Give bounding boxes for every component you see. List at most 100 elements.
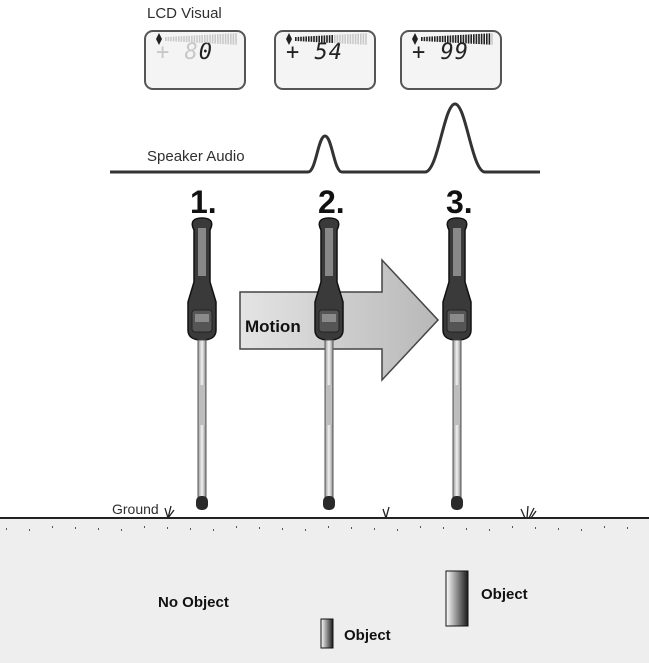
lcd-bar-3: [412, 33, 493, 45]
bar-segment: [310, 36, 313, 42]
bar-segment: [172, 36, 175, 42]
shaft-label-band: [454, 385, 460, 425]
bar-segment: [347, 34, 349, 44]
bar-segment: [465, 34, 467, 44]
bar-segment: [362, 33, 365, 45]
bar-segment: [204, 34, 206, 44]
bar-segment: [436, 36, 439, 42]
bar-segment: [457, 35, 459, 43]
bar-segment: [478, 33, 480, 45]
bar-segment: [222, 33, 224, 45]
lcd-value-3: + 99: [412, 40, 469, 65]
ground-speck: [52, 526, 53, 528]
shaft-label-band: [199, 385, 205, 425]
bar-segment: [426, 36, 428, 42]
lcd-value-2: + 54: [286, 40, 343, 65]
bar-segment: [183, 36, 185, 42]
bar-segment: [305, 36, 307, 42]
ground-speck: [167, 527, 168, 529]
ground-speck: [604, 526, 605, 528]
ground-speck: [420, 526, 421, 528]
bar-segment: [483, 33, 485, 45]
detector-tip: [451, 496, 463, 510]
bar-segment: [491, 33, 493, 45]
bar-segment: [421, 37, 423, 41]
handle-grip: [198, 228, 206, 276]
bar-segment: [315, 35, 318, 43]
ground-speck: [121, 529, 122, 531]
handle-grip: [325, 228, 333, 276]
bar-segment: [318, 35, 320, 43]
bar-segment: [462, 34, 465, 44]
bar-segment: [480, 33, 483, 45]
large-object: [445, 570, 469, 627]
ground-speck: [351, 527, 352, 529]
bar-segment: [439, 36, 441, 42]
bar-segment: [308, 36, 310, 42]
bar-segment: [454, 35, 457, 43]
ground-speck: [627, 527, 628, 529]
metal-detector-2: [314, 217, 344, 510]
bar-segment: [341, 34, 344, 44]
bar-start-marker: [286, 33, 292, 45]
bar-segment: [297, 36, 300, 42]
ground-speck: [282, 528, 283, 530]
lcd-display-2: + 54: [274, 30, 376, 90]
bar-segment: [219, 34, 222, 44]
bar-segment: [193, 35, 196, 43]
bar-segment: [227, 33, 229, 45]
bar-segment: [357, 33, 359, 45]
bar-segment: [232, 33, 235, 45]
ground-speck: [466, 528, 467, 530]
bar-segment: [470, 34, 472, 44]
bar-start-marker: [156, 33, 162, 45]
panel-screen: [195, 314, 209, 322]
small-object-label: Object: [344, 627, 391, 644]
bar-segment: [175, 36, 177, 42]
bar-segment: [339, 34, 341, 44]
bar-segment: [486, 33, 488, 45]
bar-segment: [336, 34, 339, 44]
no-object-label: No Object: [158, 594, 229, 611]
bar-segment: [167, 36, 170, 42]
bar-segment: [326, 35, 328, 43]
ground-speck: [6, 528, 7, 530]
bar-segment: [423, 36, 426, 42]
bar-segment: [331, 35, 333, 43]
ground-speck: [558, 528, 559, 530]
ground-speck: [98, 528, 99, 530]
bar-segment: [235, 33, 237, 45]
bar-segment: [452, 35, 454, 43]
bar-segment: [313, 36, 315, 42]
ground-label: Ground: [112, 501, 159, 517]
ground-speck: [374, 528, 375, 530]
lcd-display-3: + 99: [400, 30, 502, 90]
ground-speck: [259, 527, 260, 529]
bar-segment: [188, 35, 190, 43]
bar-segment: [300, 36, 302, 42]
panel-screen: [322, 314, 336, 322]
grass-tufts: [164, 505, 537, 519]
step-number-1: 1.: [190, 184, 217, 220]
bar-segment: [352, 33, 354, 45]
bar-segment: [196, 35, 198, 43]
ground-speck: [236, 526, 237, 528]
ground-speck: [443, 527, 444, 529]
small-object: [320, 618, 334, 649]
bar-segment: [191, 35, 193, 43]
ground-speck: [397, 529, 398, 531]
bar-segment: [441, 35, 444, 43]
speaker-audio-wave: [110, 102, 540, 174]
bar-segment: [328, 35, 331, 43]
bar-segment: [201, 35, 203, 43]
bar-segment: [165, 37, 167, 41]
bar-segment: [431, 36, 433, 42]
bar-segment: [344, 34, 346, 44]
bar-start-marker: [412, 33, 418, 45]
lcd-bar-1: [156, 33, 237, 45]
bar-segment: [428, 36, 431, 42]
bar-segment: [198, 35, 201, 43]
bar-segment: [217, 34, 219, 44]
bar-segment: [302, 36, 305, 42]
